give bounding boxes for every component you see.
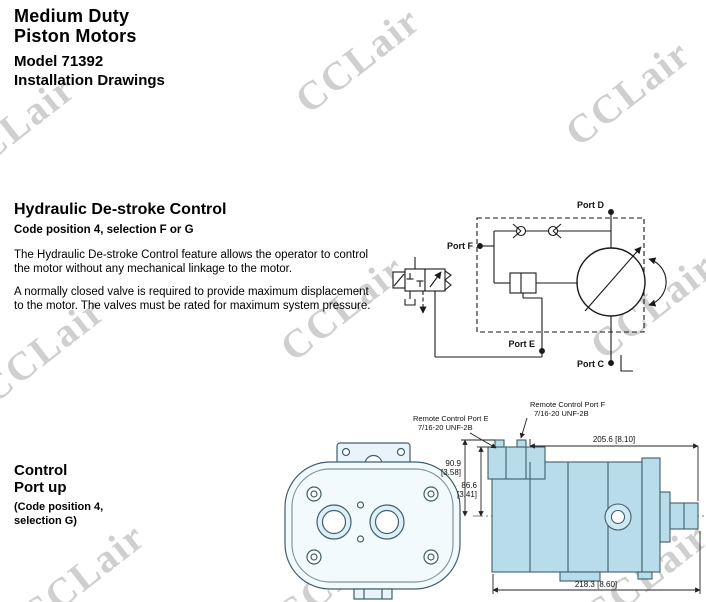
control-heading-line1: Control	[14, 462, 68, 479]
port-f-terminal	[477, 231, 495, 249]
remote-port-e-label-line1: Remote Control Port E	[413, 414, 488, 423]
dim-height-inner-mm: 86.6	[461, 481, 477, 490]
hydraulic-schematic-diagram: Port D Port F Port E Port C	[392, 200, 667, 372]
model-number: Model 71392	[14, 53, 104, 70]
body-paragraph-2: A normally closed valve is required to p…	[14, 286, 371, 312]
port-f-label: Port F	[447, 241, 474, 251]
port-d-terminal	[608, 209, 614, 248]
dim-height-inner-in: [3.41]	[457, 490, 477, 499]
dim-height-outer-in: [3.58]	[441, 468, 461, 477]
remote-port-e-label-line2: 7/16-20 UNF-2B	[418, 423, 473, 432]
servo-piston	[493, 246, 578, 299]
dimension-lines	[461, 417, 701, 594]
port-c-label: Port C	[577, 359, 605, 369]
control-code-line2: selection G)	[14, 515, 77, 527]
control-section-code: (Code position 4, selection G)	[14, 500, 103, 528]
section-heading: Hydraulic De-stroke Control	[14, 201, 227, 218]
page-title: Medium Duty Piston Motors	[14, 6, 137, 46]
doc-subtitle: Model 71392 Installation Drawings	[14, 52, 165, 90]
motor-symbol	[576, 246, 667, 317]
page-title-line2: Piston Motors	[14, 26, 137, 46]
port-bores	[316, 501, 405, 543]
destroke-valve-symbol	[392, 257, 542, 358]
doc-type: Installation Drawings	[14, 72, 165, 89]
page-title-line1: Medium Duty	[14, 6, 130, 26]
remote-port-f-label-line2: 7/16-20 UNF-2B	[534, 409, 589, 418]
check-valves	[494, 223, 611, 239]
section-code-line: Code position 4, selection F or G	[14, 224, 194, 236]
control-code-line1: (Code position 4,	[14, 501, 104, 513]
dim-width-top: 205.6 [8.10]	[593, 435, 635, 444]
port-d-label: Port D	[577, 200, 605, 210]
dim-width-bottom: 218.3 [8.60]	[575, 580, 617, 589]
port-c-terminal	[608, 316, 633, 372]
port-e-terminal	[539, 298, 545, 357]
control-heading-line2: Port up	[14, 479, 67, 496]
remote-port-f-label-line1: Remote Control Port F	[530, 400, 605, 409]
motor-front-view	[284, 442, 461, 600]
port-e-label: Port E	[508, 339, 535, 349]
dim-height-outer-mm: 90.9	[445, 459, 461, 468]
body-paragraph-1: The Hydraulic De-stroke Control feature …	[14, 249, 369, 275]
motor-body	[487, 439, 699, 582]
control-section-heading: Control Port up	[14, 462, 67, 496]
mounting-bolt-holes	[306, 486, 439, 565]
installation-drawing: 205.6 [8.10] 218.3 [8.60] 90.9 [3.58] 86…	[284, 400, 704, 600]
motor-side-view	[473, 439, 704, 582]
